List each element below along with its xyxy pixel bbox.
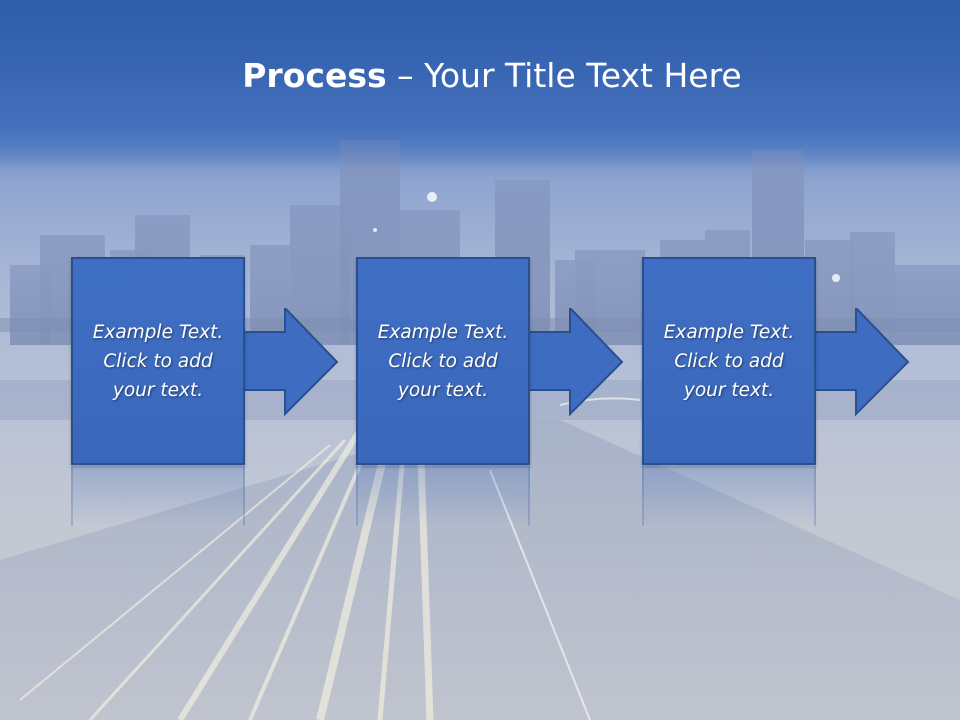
step-3-text[interactable]: Example Text. Click to add your text. xyxy=(663,321,795,401)
process-step-1[interactable]: Example Text. Click to add your text. xyxy=(71,257,245,465)
title-regular-part: – Your Title Text Here xyxy=(386,56,742,95)
step-2-text[interactable]: Example Text. Click to add your text. xyxy=(377,321,509,401)
step-2-reflection xyxy=(356,466,530,526)
title-band-fade xyxy=(0,128,960,168)
right-arrow-icon xyxy=(814,308,910,416)
process-step-2[interactable]: Example Text. Click to add your text. xyxy=(356,257,530,465)
right-arrow-icon xyxy=(528,308,624,416)
slide-title[interactable]: Process – Your Title Text Here xyxy=(0,52,960,100)
step-3-reflection xyxy=(642,466,816,526)
process-step-3[interactable]: Example Text. Click to add your text. xyxy=(642,257,816,465)
title-band xyxy=(0,0,960,132)
right-arrow-icon xyxy=(243,308,339,416)
step-1-reflection xyxy=(71,466,245,526)
step-1-text[interactable]: Example Text. Click to add your text. xyxy=(92,321,224,401)
title-bold-part: Process xyxy=(242,56,387,95)
